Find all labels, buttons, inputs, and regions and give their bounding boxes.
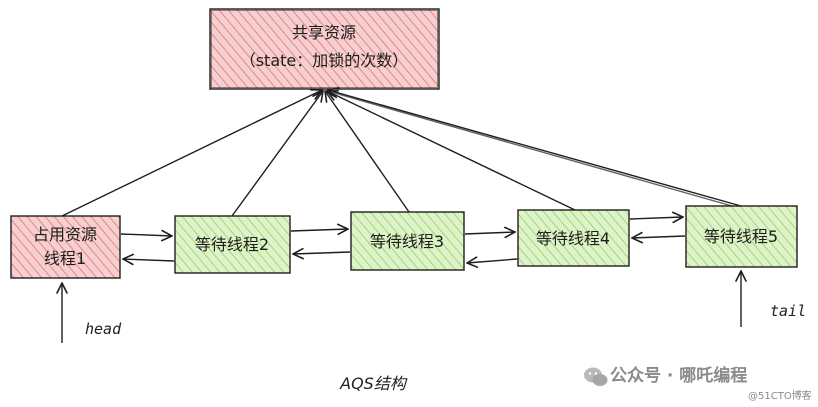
node1-label-line1: 占用资源 (33, 225, 97, 244)
arrow-node2-to-node3 (290, 229, 348, 231)
wechat-icon (584, 367, 608, 386)
tail-pointer: tail (741, 271, 806, 327)
link-arrows (120, 217, 686, 263)
arrow-node4-to-node5 (629, 217, 683, 219)
watermark-line2: @51CTO博客 (748, 389, 812, 402)
arrow-node3-to-resource (325, 91, 410, 213)
arrow-node5-to-node4 (632, 236, 686, 238)
node-thread-5: 等待线程5 (685, 205, 798, 268)
shared-resource-box: 共享资源 （state：加锁的次数） (209, 8, 440, 90)
resource-arrows (61, 90, 747, 217)
node-thread-2: 等待线程2 (174, 215, 291, 274)
node-thread-4: 等待线程4 (517, 209, 630, 267)
node-thread-3: 等待线程3 (350, 211, 465, 271)
arrow-node5-to-resource (328, 90, 742, 207)
arrow-node3-to-node2 (293, 252, 351, 254)
node2-label: 等待线程2 (195, 235, 269, 254)
arrow-node5-to-resource-2 (330, 91, 747, 211)
head-label: head (85, 320, 122, 338)
shared-resource-subtitle: （state：加锁的次数） (240, 51, 409, 70)
arrow-node3-to-node4 (464, 232, 515, 234)
head-pointer: head (62, 283, 122, 343)
arrow-node2-to-node1 (123, 259, 175, 261)
watermark: 公众号 · 哪吒编程 @51CTO博客 (584, 365, 812, 402)
shared-resource-title: 共享资源 (292, 23, 356, 42)
node-thread-1: 占用资源 线程1 (10, 215, 121, 279)
arrow-node1-to-node2 (120, 234, 172, 236)
node1-label-line2: 线程1 (44, 249, 86, 268)
node5-label: 等待线程5 (704, 227, 778, 246)
node4-label: 等待线程4 (536, 229, 610, 248)
diagram-caption: AQS结构 (339, 374, 408, 393)
arrow-node4-to-resource (327, 91, 576, 211)
node3-label: 等待线程3 (370, 232, 444, 251)
watermark-line1: 公众号 · 哪吒编程 (610, 365, 747, 386)
arrow-node2-to-resource (231, 91, 323, 217)
arrow-node1-to-resource (61, 90, 322, 217)
arrow-node4-to-node3 (467, 259, 518, 263)
tail-label: tail (770, 302, 806, 320)
